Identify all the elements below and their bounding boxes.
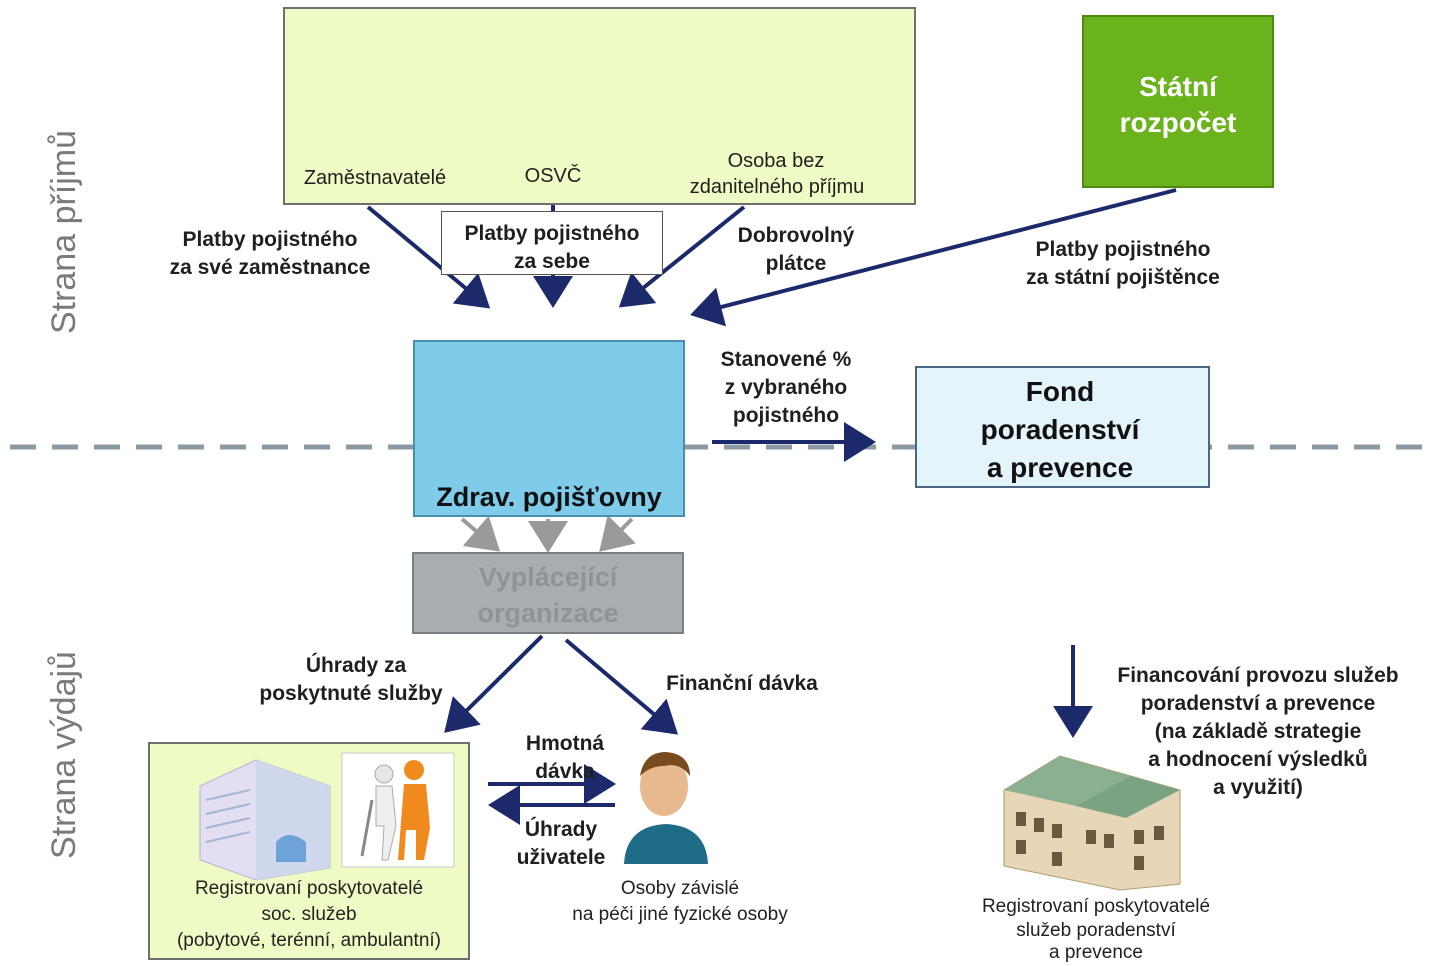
- flow-voluntary-label-2: plátce: [765, 252, 827, 275]
- caregiver-icon: [341, 752, 455, 868]
- arrow-voluntary: [618, 205, 746, 308]
- arrow-employers: [366, 205, 491, 309]
- provider-building-icon: [199, 759, 331, 881]
- dependent-person-icon: [624, 752, 708, 864]
- flow-services-label-2: poskytnuté služby: [259, 682, 443, 705]
- arrow-services: [444, 634, 544, 733]
- flow-self-label-2: za sebe: [514, 250, 590, 273]
- fund-label-1: Fond: [1025, 376, 1095, 407]
- side-label-income: Strana příjmů: [45, 129, 83, 335]
- state-budget-box: [1082, 15, 1274, 188]
- flow-funding-label-1: Financování provozu služeb: [1117, 664, 1399, 687]
- flow-financial-label: Finanční dávka: [666, 672, 818, 695]
- providers-label-3: (pobytové, terénní, ambulantní): [176, 930, 442, 951]
- state-budget-label-1: Státní: [1139, 71, 1217, 102]
- flow-voluntary-label-1: Dobrovolný: [737, 224, 855, 247]
- no-income-label-2: zdanitelného příjmu: [689, 176, 865, 198]
- arrow-financial: [564, 638, 679, 735]
- flow-material-label-1: Hmotná: [525, 732, 605, 755]
- flow-material-label-2: dávka: [535, 760, 595, 783]
- flow-state-label-2: za státní pojištěnce: [1026, 266, 1220, 289]
- fund-label-2: poradenství: [980, 414, 1140, 445]
- arrow-state: [690, 188, 1177, 327]
- insurers-box: [413, 340, 685, 517]
- counseling-label-3: a prevence: [1048, 942, 1143, 963]
- providers-label-2: soc. služeb: [261, 904, 357, 925]
- flow-percent-label-2: z vybraného: [724, 376, 848, 399]
- employers-label: Zaměstnavatelé: [303, 167, 447, 189]
- dependents-label-2: na péči jiné fyzické osoby: [572, 904, 788, 925]
- state-budget-label-2: rozpočet: [1119, 107, 1237, 138]
- fund-box: [915, 366, 1210, 488]
- flow-funding-label-3: (na základě strategie: [1154, 720, 1362, 743]
- fund-label-3: a prevence: [986, 452, 1134, 483]
- payout-label-2: organizace: [477, 598, 619, 628]
- flow-self-label-1: Platby pojistného: [464, 222, 640, 245]
- flow-percent-label-1: Stanovené %: [720, 348, 852, 371]
- insurers-label: Zdrav. pojišťovny: [436, 482, 662, 512]
- payout-box: [412, 552, 684, 634]
- flow-funding-label-4: a hodnocení výsledků: [1148, 748, 1368, 771]
- self-payment-box: [441, 211, 663, 275]
- side-label-expense: Strana výdajů: [45, 651, 83, 859]
- gray-arrow-right: [599, 515, 636, 552]
- flow-user-pay-label-1: Úhrady: [524, 818, 598, 841]
- no-income-label-1: Osoba bez: [727, 150, 825, 172]
- flow-services-label-1: Úhrady za: [305, 654, 407, 677]
- flow-percent-label-3: pojistného: [732, 404, 840, 427]
- flow-employers-label-2: za své zaměstnance: [169, 256, 371, 279]
- flow-funding-label-2: poradenství a prevence: [1140, 692, 1376, 715]
- flow-user-pay-label-2: uživatele: [516, 846, 606, 869]
- flow-state-label-1: Platby pojistného: [1035, 238, 1211, 261]
- self-employed-label: OSVČ: [524, 165, 582, 187]
- counseling-building-icon: [1003, 755, 1181, 891]
- payers-box: [283, 7, 916, 205]
- providers-label-1: Registrovaní poskytovatelé: [194, 878, 424, 899]
- flow-funding-label-5: a využití): [1213, 776, 1303, 799]
- flow-employers-label-1: Platby pojistného: [182, 228, 358, 251]
- payout-label-1: Vyplácející: [478, 562, 618, 592]
- gray-arrow-left: [460, 515, 501, 552]
- counseling-label-1: Registrovaní poskytovatelé: [981, 896, 1211, 917]
- counseling-label-2: služeb poradenství: [1016, 920, 1176, 941]
- dependents-label-1: Osoby závislé: [620, 878, 740, 899]
